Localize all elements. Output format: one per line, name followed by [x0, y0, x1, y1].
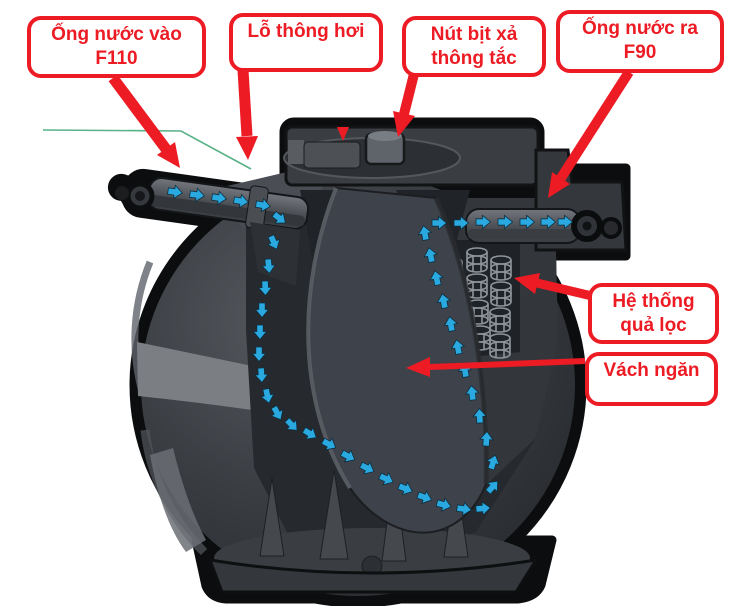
callout-arrows [108, 69, 634, 377]
outlet-pipe [465, 208, 622, 244]
label-vent-hole: Lỗ thông hơi [229, 13, 383, 72]
label-partition: Vách ngăn [585, 352, 718, 406]
inlet-pipe [115, 176, 310, 286]
label-plug-line1: Nút bịt xả [430, 24, 518, 45]
inlet-arrow [108, 74, 180, 168]
partition-arrow [406, 357, 586, 377]
label-outlet-line2: F90 [623, 42, 657, 63]
label-outlet-line1: Ống nước ra [582, 18, 698, 39]
label-inlet-line2: F110 [95, 48, 138, 69]
plug-arrow [393, 72, 419, 137]
label-partition-line1: Vách ngăn [603, 360, 700, 381]
label-vent-line1: Lỗ thông hơi [247, 21, 365, 42]
label-inlet-pipe: Ống nước vào F110 [27, 16, 206, 78]
partition-baffle [306, 186, 489, 534]
label-outlet-pipe: Ống nước ra F90 [556, 10, 724, 73]
label-drain-plug: Nút bịt xả thông tắc [402, 16, 546, 77]
label-filter-system: Hệ thống quả lọc [588, 283, 719, 344]
label-filter-line2: quả lọc [620, 315, 687, 336]
vent-arrow [236, 69, 258, 160]
drain-plug [364, 131, 406, 166]
label-inlet-line1: Ống nước vào [51, 24, 182, 45]
vent-leader-line [42, 129, 252, 170]
vent-hole-marker [337, 127, 349, 141]
label-filter-line1: Hệ thống [612, 291, 695, 312]
outlet-arrow [548, 69, 634, 198]
filter-arrow [514, 273, 594, 301]
label-plug-line2: thông tắc [431, 48, 517, 69]
